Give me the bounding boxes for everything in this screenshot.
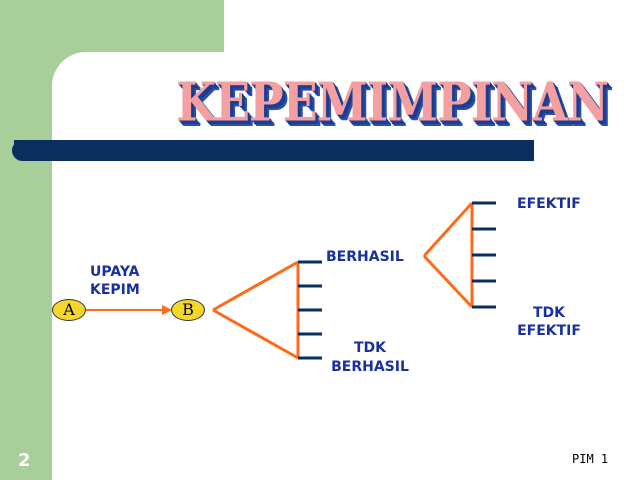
fork2-upper-line (422, 201, 474, 258)
background-top-white (224, 0, 640, 52)
node-a: A (52, 299, 86, 321)
node-b: B (171, 299, 205, 321)
label-efektif: EFEKTIF (517, 196, 581, 212)
fork1-ticks (298, 260, 322, 360)
slide-number: 2 (18, 450, 31, 471)
label-tdk-efektif-line2: EFEKTIF (517, 323, 581, 339)
fork1-lower-line (212, 308, 299, 360)
fork1-upper-line (212, 260, 299, 312)
label-berhasil: BERHASIL (326, 249, 404, 265)
background-green-strip (0, 0, 52, 480)
label-tdk-efektif-line1: TDK (532, 305, 566, 321)
footer-label: PIM 1 (572, 452, 609, 466)
label-tdk-berhasil-line2: BERHASIL (331, 359, 409, 375)
label-tdk-berhasil-line1: TDK (353, 340, 387, 356)
arrow-label-upaya: UPAYA (90, 264, 140, 280)
fork2-ticks (472, 201, 496, 309)
fork2-lower-line (422, 254, 474, 309)
arrow-label-kepim: KEPIM (90, 282, 140, 298)
content-panel (52, 52, 640, 480)
title-underline-bar (12, 140, 534, 161)
